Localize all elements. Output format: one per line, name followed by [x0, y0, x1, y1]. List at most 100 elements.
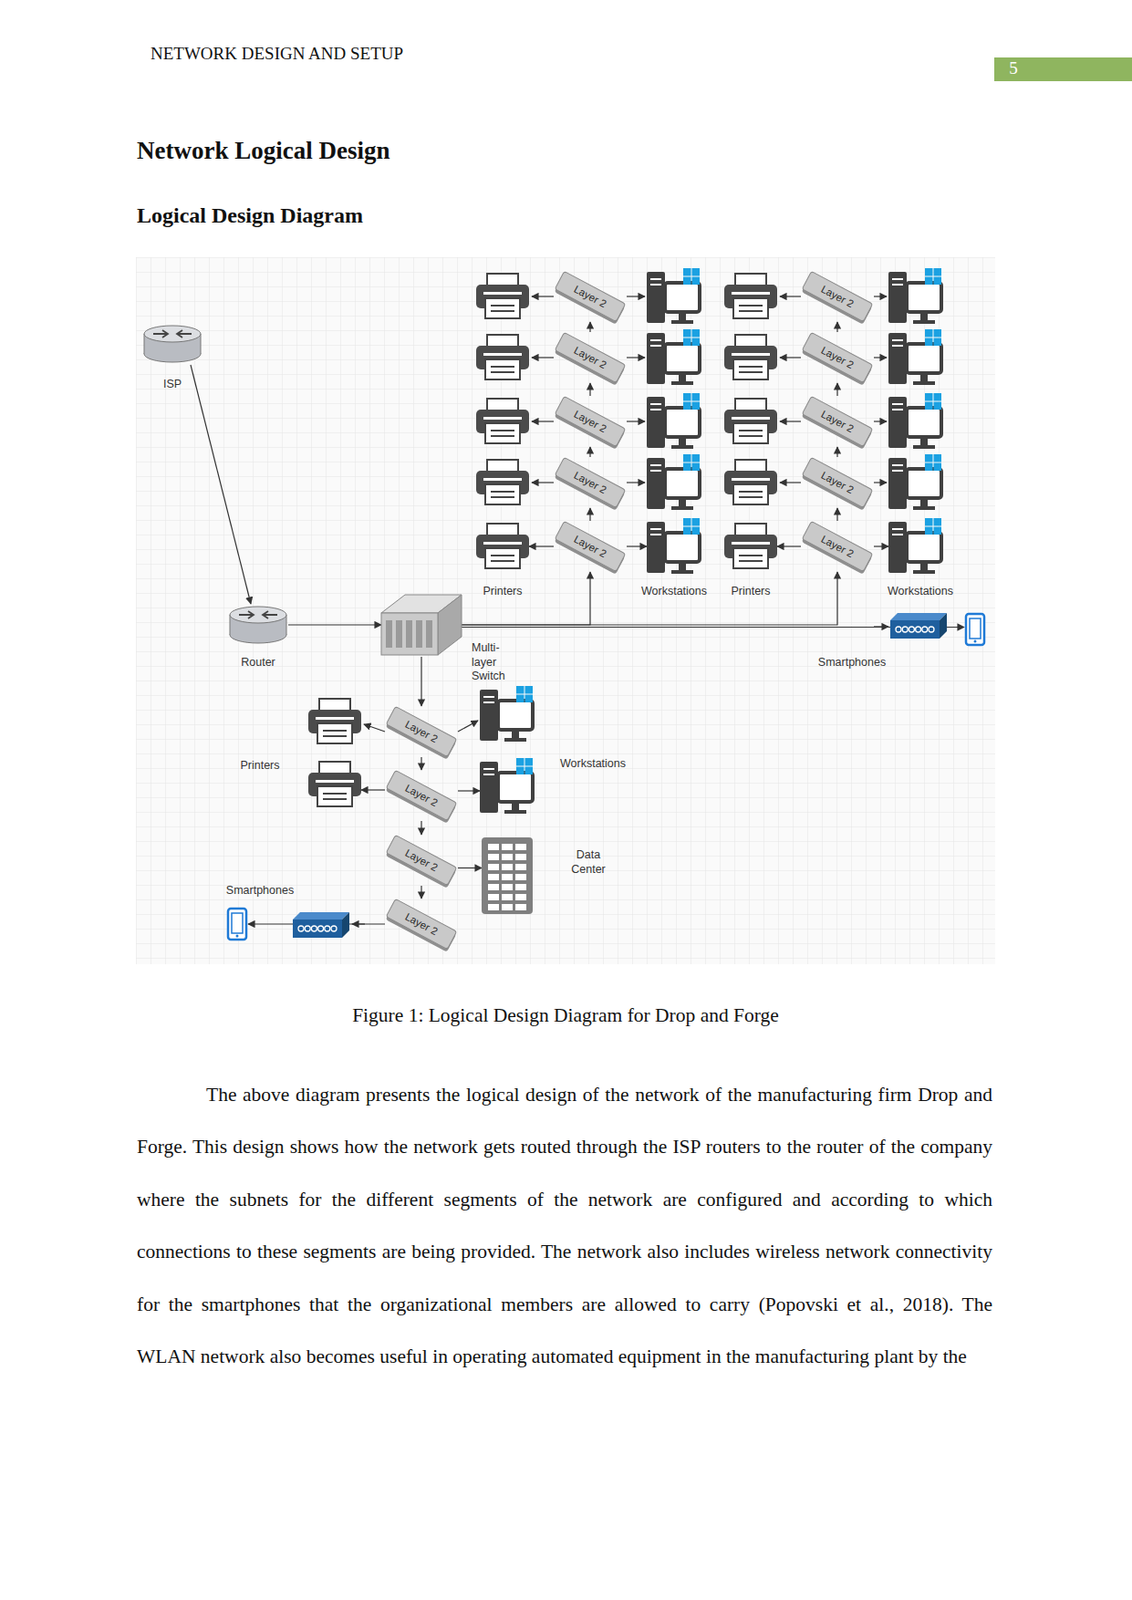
layer2-switch: Layer 2: [384, 834, 458, 886]
network-link: [589, 508, 591, 521]
device-label: ISP: [163, 377, 182, 393]
layer2-switch-icon: [553, 395, 627, 449]
data-center-node: Data Center: [481, 837, 533, 914]
device-label: Smartphones: [818, 655, 886, 671]
layer2-switch-icon: [553, 332, 627, 385]
printer-icon: [724, 523, 778, 569]
layer2-switch: Layer 2: [553, 520, 627, 572]
leader-arrow: [873, 481, 887, 483]
page-number: 5: [995, 58, 1032, 80]
network-link: [420, 820, 422, 835]
workstation-icon: [646, 393, 700, 449]
smartphone-icon: [228, 908, 247, 940]
printer-icon: [724, 459, 778, 505]
device-label: Printers: [239, 758, 280, 774]
smartphone-node: Smartphones: [226, 907, 249, 941]
network-link: [836, 383, 838, 396]
layer2-switch-icon: [553, 520, 627, 574]
printer-icon: [476, 459, 530, 505]
node-outline: [724, 523, 778, 570]
network-link: [461, 571, 838, 625]
layer2-switch-icon: [800, 270, 874, 324]
leader-arrow: [531, 295, 554, 297]
printer-icon: [724, 398, 778, 444]
workstation-icon: [646, 329, 700, 385]
layer2-switch: Layer 2: [800, 270, 874, 322]
layer2-switch-icon: [384, 834, 458, 888]
network-link: [420, 656, 422, 707]
node-outline: [646, 518, 702, 575]
node-outline: [308, 761, 362, 808]
workstation-icon: [888, 518, 942, 574]
network-link: [626, 545, 647, 547]
leader-arrow: [873, 356, 887, 358]
printer-node: Printers: [724, 523, 778, 570]
workstation-icon: [479, 758, 533, 814]
leader-arrow: [779, 356, 801, 358]
network-link: [288, 623, 382, 625]
layer2-switch: Layer 2: [800, 520, 874, 572]
node-outline: [964, 612, 987, 646]
layer2-switch: Layer 2: [553, 332, 627, 384]
network-link: [420, 757, 422, 770]
access-point-icon: [890, 612, 947, 639]
router-node: Router: [228, 603, 289, 646]
leader-arrow: [779, 295, 801, 297]
workstation-icon: [888, 329, 942, 385]
printer-icon: [724, 273, 778, 319]
leader-arrow: [626, 295, 645, 297]
workstation-node: Workstations: [479, 758, 535, 815]
layer2-switch: Layer 2: [553, 395, 627, 447]
leader-arrow: [363, 724, 385, 732]
workstation-icon: [646, 268, 700, 324]
layer2-switch-icon: [800, 395, 874, 449]
printer-icon: [724, 334, 778, 380]
leader-arrow: [779, 420, 801, 422]
node-outline: [381, 592, 462, 657]
leader-arrow: [626, 420, 645, 422]
device-label: Workstations: [560, 757, 626, 772]
subsection-heading: Logical Design Diagram: [136, 202, 364, 229]
layer2-switch-icon: [384, 769, 458, 823]
network-link: [461, 571, 591, 625]
network-link: [589, 383, 591, 396]
workstation-icon: [646, 454, 700, 510]
device-label: Printers: [482, 584, 522, 600]
network-link: [457, 789, 480, 791]
layer2-switch-icon: [553, 456, 627, 510]
layer2-switch-icon: [384, 898, 458, 952]
network-link: [589, 321, 591, 333]
network-link: [361, 789, 385, 790]
printer-icon: [476, 523, 530, 569]
leader-arrow: [626, 356, 645, 358]
node-outline: [888, 518, 944, 575]
node-outline: [226, 907, 249, 941]
layer2-switch: Layer 2: [800, 395, 874, 447]
device-label: Smartphones: [226, 883, 294, 899]
grid-lines: [135, 257, 996, 965]
grid-ground: [135, 257, 996, 965]
network-link: [777, 545, 801, 547]
workstation-node: Workstations: [888, 518, 944, 575]
section-heading: Network Logical Design: [136, 136, 390, 166]
device-label: Data Center: [560, 848, 617, 877]
layer2-switch-icon: [384, 706, 458, 759]
printer-icon: [308, 761, 362, 807]
leader-arrow: [531, 356, 554, 358]
body-paragraph: The above diagram presents the logical d…: [136, 1069, 993, 1383]
figure-caption: Figure 1: Logical Design Diagram for Dro…: [136, 1004, 995, 1028]
data-center-icon: [481, 837, 533, 914]
workstation-icon: [888, 393, 942, 449]
router-icon: [229, 606, 287, 644]
printer-icon: [308, 698, 362, 744]
leader-arrow: [457, 720, 478, 732]
node-outline: [481, 837, 533, 914]
leader-arrow: [531, 481, 554, 483]
device-label: Router: [240, 655, 276, 671]
printer-icon: [476, 398, 530, 444]
multilayer-switch-icon: [381, 594, 462, 655]
router-node: ISP: [142, 322, 203, 365]
multilayer-switch: Multi-layer Switch: [381, 592, 462, 657]
node-outline: [476, 523, 530, 570]
